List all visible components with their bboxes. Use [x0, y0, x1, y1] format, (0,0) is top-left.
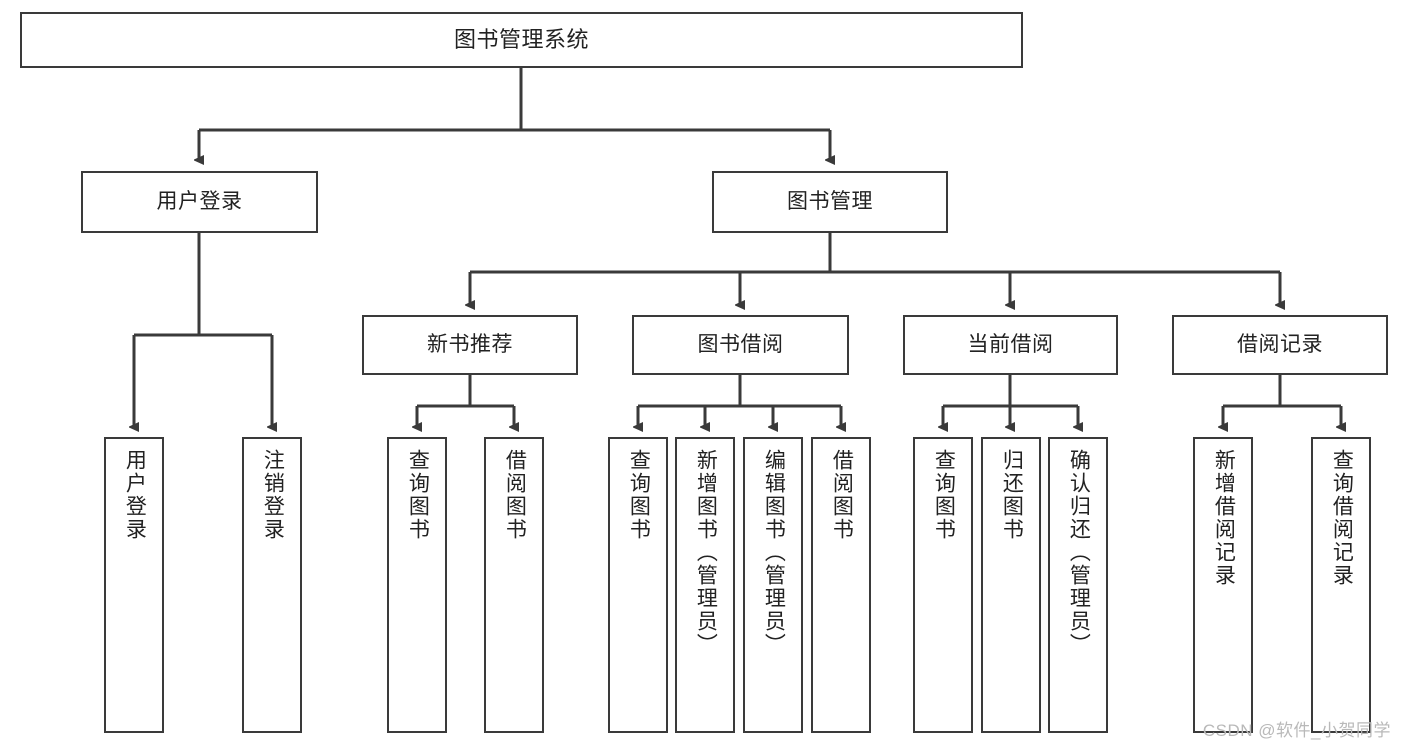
node-label: 借阅图书 [503, 449, 527, 541]
node-label: 图书借阅 [697, 332, 784, 356]
watermark-text: CSDN @软件_小贺同学 [1202, 721, 1391, 740]
node-label: 新书推荐 [427, 332, 513, 356]
leaf-borrow-book-recommendation[interactable]: 借阅图书 [484, 437, 544, 733]
node-label: 借阅图书 [830, 449, 854, 541]
leaf-add-book-admin[interactable]: 新增图书（管理员） [675, 437, 735, 733]
leaf-logout[interactable]: 注销登录 [242, 437, 302, 733]
leaf-user-login[interactable]: 用户登录 [104, 437, 164, 733]
leaf-return-book[interactable]: 归还图书 [981, 437, 1041, 733]
node-label: 确认归还（管理员） [1067, 449, 1091, 656]
node-current-borrowing[interactable]: 当前借阅 [903, 315, 1118, 375]
leaf-query-borrow-record[interactable]: 查询借阅记录 [1311, 437, 1371, 733]
node-borrowing-record[interactable]: 借阅记录 [1172, 315, 1388, 375]
leaf-query-book-borrowing[interactable]: 查询图书 [608, 437, 668, 733]
node-label: 当前借阅 [967, 332, 1054, 356]
leaf-borrow-book[interactable]: 借阅图书 [811, 437, 871, 733]
node-label: 查询图书 [406, 449, 430, 541]
node-label: 图书管理 [787, 189, 873, 213]
node-label: 归还图书 [1000, 449, 1024, 541]
leaf-edit-book-admin[interactable]: 编辑图书（管理员） [743, 437, 803, 733]
node-user-login[interactable]: 用户登录 [81, 171, 318, 233]
node-label: 编辑图书（管理员） [762, 449, 786, 656]
node-label: 借阅记录 [1237, 332, 1323, 356]
node-label: 图书管理系统 [453, 27, 589, 53]
node-label: 新增借阅记录 [1212, 449, 1236, 587]
node-book-borrowing[interactable]: 图书借阅 [632, 315, 849, 375]
node-book-management[interactable]: 图书管理 [712, 171, 948, 233]
leaf-confirm-return-admin[interactable]: 确认归还（管理员） [1048, 437, 1108, 733]
leaf-query-book-current[interactable]: 查询图书 [913, 437, 973, 733]
node-label: 用户登录 [123, 449, 147, 541]
node-label: 查询借阅记录 [1330, 449, 1354, 587]
node-new-book-recommendation[interactable]: 新书推荐 [362, 315, 578, 375]
node-label: 新增图书（管理员） [694, 449, 718, 656]
node-root-system[interactable]: 图书管理系统 [20, 12, 1023, 68]
node-label: 注销登录 [261, 449, 285, 541]
leaf-query-book-recommendation[interactable]: 查询图书 [387, 437, 447, 733]
node-label: 查询图书 [932, 449, 956, 541]
node-label: 用户登录 [156, 189, 243, 213]
leaf-add-borrow-record[interactable]: 新增借阅记录 [1193, 437, 1253, 733]
node-label: 查询图书 [627, 449, 651, 541]
